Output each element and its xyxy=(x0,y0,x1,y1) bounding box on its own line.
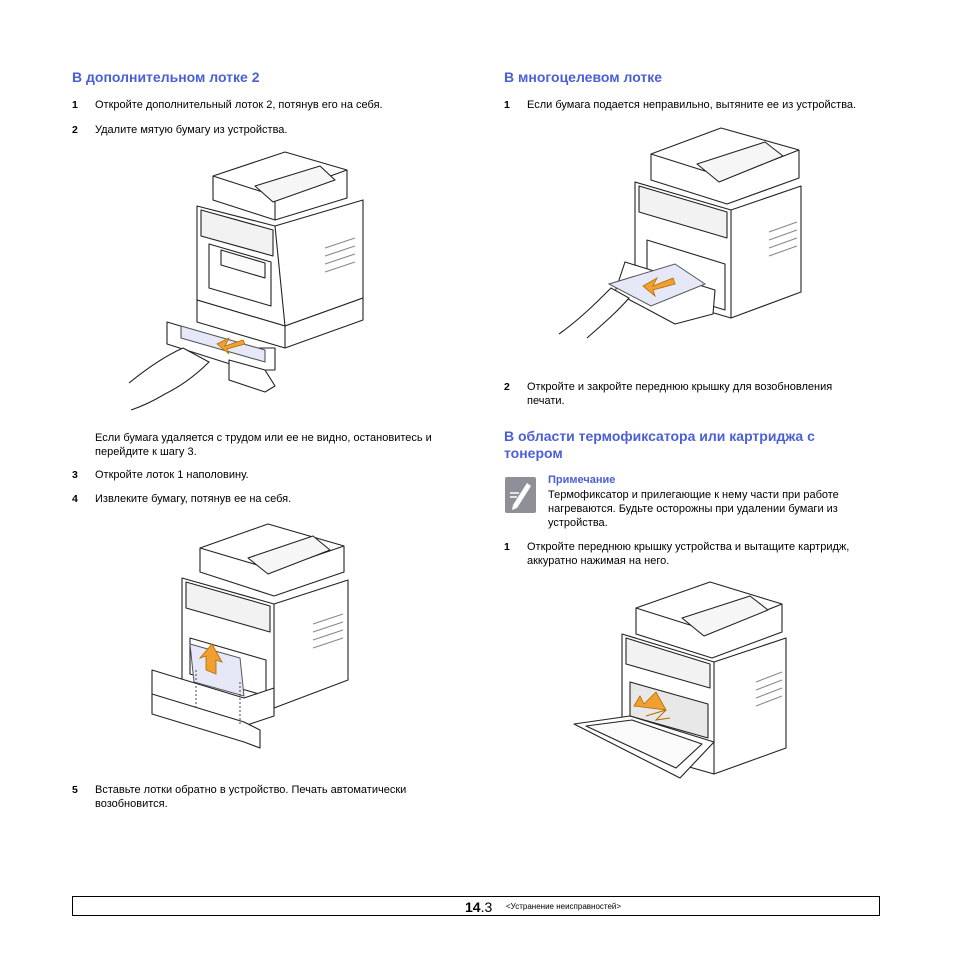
section-heading-fuser: В области термофиксатора или картриджа с… xyxy=(504,428,815,461)
note-text: Термофиксатор и прилегающие к нему части… xyxy=(548,489,839,529)
step-text: Откройте и закройте переднюю крышку для … xyxy=(527,381,833,407)
step-text: Откройте переднюю крышку устройства и вы… xyxy=(527,541,850,567)
footer-section-title: <Устранение неисправностей> xyxy=(506,902,622,911)
paragraph-hint: Если бумага удаляется с трудом или ее не… xyxy=(95,432,432,458)
page-footer: 14.3 <Устранение неисправностей> xyxy=(72,896,880,916)
step-number: 1 xyxy=(504,541,510,553)
note-title: Примечание xyxy=(548,474,616,486)
step-number: 4 xyxy=(72,493,78,505)
printer-cartridge-illustration xyxy=(570,578,790,788)
section-heading-tray2: В дополнительном лотке 2 xyxy=(72,69,260,85)
step-text: Если бумага подается неправильно, вытяни… xyxy=(527,99,857,111)
step-text: Удалите мятую бумагу из устройства. xyxy=(95,124,288,136)
printer-tray2-illustration xyxy=(125,148,375,413)
printer-tray1-illustration xyxy=(148,520,358,760)
step-number: 1 xyxy=(504,99,510,111)
step-text: Откройте лоток 1 наполовину. xyxy=(95,469,249,481)
step-number: 3 xyxy=(72,469,78,481)
section-heading-mp-tray: В многоцелевом лотке xyxy=(504,69,663,85)
step-number: 1 xyxy=(72,99,78,111)
step-number: 5 xyxy=(72,784,78,796)
page-number: 14.3 xyxy=(465,899,493,915)
step-number: 2 xyxy=(72,124,78,136)
step-text: Откройте дополнительный лоток 2, потянув… xyxy=(95,99,383,111)
step-text: Извлеките бумагу, потянув ее на себя. xyxy=(95,493,292,505)
step-text: Вставьте лотки обратно в устройство. Печ… xyxy=(95,784,407,810)
note-pencil-icon xyxy=(505,477,536,513)
printer-mp-tray-illustration xyxy=(555,124,805,364)
step-number: 2 xyxy=(504,381,510,393)
